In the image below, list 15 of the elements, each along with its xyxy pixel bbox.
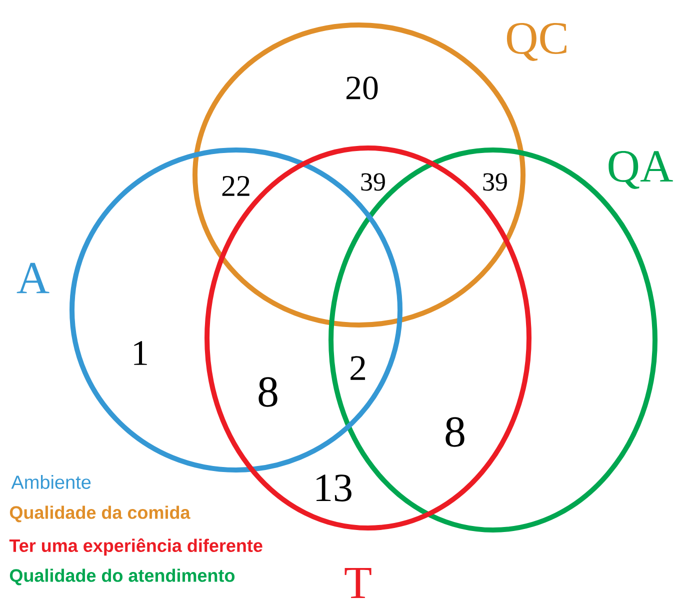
node-label: T: [344, 568, 372, 598]
count-label: 39: [361, 173, 385, 191]
count-label: 1: [134, 341, 147, 365]
count-label: 13: [316, 474, 352, 502]
legend-entry: Ambiente: [11, 475, 91, 489]
legend-entry: Qualidade do atendimento: [10, 568, 235, 586]
count-label: 8: [446, 417, 464, 447]
legend-entry: Ter uma experiência diferente: [9, 538, 262, 556]
legend-entry: Qualidade da comida: [10, 506, 190, 522]
count-label: 22: [222, 176, 250, 196]
count-label: 2: [350, 356, 366, 380]
count-label: 39: [483, 173, 507, 191]
count-label: 20: [346, 76, 378, 100]
count-label: 8: [258, 377, 278, 407]
node-label: A: [16, 262, 50, 294]
